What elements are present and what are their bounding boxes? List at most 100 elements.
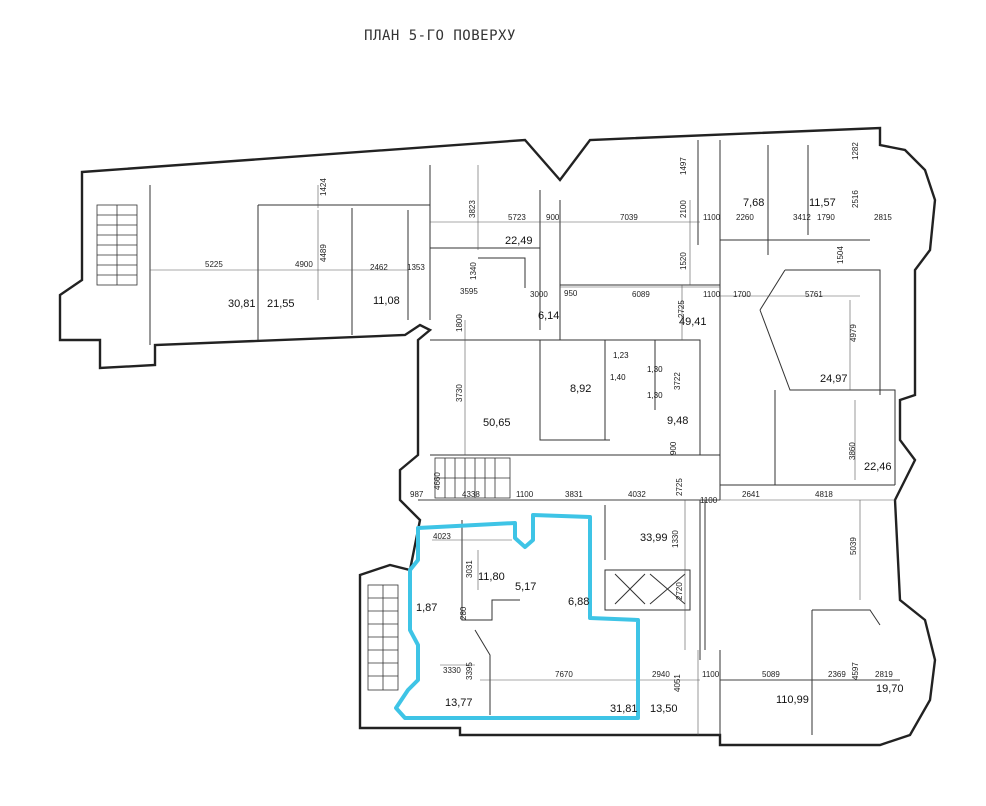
- dimension-label: 1424: [319, 178, 328, 196]
- room-area-label: 22,49: [505, 235, 533, 247]
- dimension-label: 4338: [462, 490, 480, 499]
- dimension-label: 4660: [433, 472, 442, 490]
- staircase-west: [96, 204, 138, 286]
- room-area-label: 5,17: [515, 581, 536, 593]
- dimension-label: 4051: [673, 674, 682, 692]
- dimension-label: 1504: [836, 246, 845, 264]
- dimension-label: 3000: [530, 290, 548, 299]
- dimension-label: 280: [459, 606, 468, 620]
- dimension-label: 4818: [815, 490, 833, 499]
- dimension-label: 3860: [848, 442, 857, 460]
- dimension-lines: [150, 165, 900, 735]
- dimension-label: 1340: [469, 262, 478, 280]
- dimension-label: 1520: [679, 252, 688, 270]
- dimension-label: 1100: [700, 496, 718, 505]
- dimension-label: 3730: [455, 384, 464, 402]
- dimension-label: 1330: [671, 530, 680, 548]
- room-area-label: 1,30: [647, 391, 663, 400]
- dimension-label: 950: [564, 289, 578, 298]
- room-area-label: 11,57: [809, 197, 836, 209]
- dimension-label: 5089: [762, 670, 780, 679]
- dimension-label: 2641: [742, 490, 760, 499]
- dimension-label: 4900: [295, 260, 313, 269]
- room-area-label: 13,77: [445, 697, 473, 709]
- room-area-label: 11,80: [478, 571, 505, 583]
- room-area-label: 49,41: [679, 316, 707, 328]
- interior-walls: [149, 140, 900, 735]
- dimension-labels: 5225 4900 2462 1353 1424 4489 3823 5723 …: [205, 142, 893, 692]
- dimension-label: 6089: [632, 290, 650, 299]
- room-area-label: 1,40: [610, 373, 626, 382]
- room-area-label: 1,87: [416, 602, 437, 614]
- dimension-label: 2369: [828, 670, 846, 679]
- dimension-label: 2940: [652, 670, 670, 679]
- room-area-label: 8,92: [570, 383, 591, 395]
- dimension-label: 3330: [443, 666, 461, 675]
- dimension-label: 3595: [460, 287, 478, 296]
- room-area-label: 9,48: [667, 415, 688, 427]
- room-area-label: 13,50: [650, 703, 678, 715]
- dimension-label: 3031: [465, 560, 474, 578]
- room-area-label: 19,70: [876, 683, 904, 695]
- dimension-label: 3722: [673, 372, 682, 390]
- dimension-label: 1497: [679, 157, 688, 175]
- dimension-label: 2725: [677, 300, 686, 318]
- dimension-label: 1353: [407, 263, 425, 272]
- dimension-label: 4023: [433, 532, 451, 541]
- dimension-label: 1100: [703, 290, 721, 299]
- dimension-label: 4979: [849, 324, 858, 342]
- dimension-label: 2260: [736, 213, 754, 222]
- dimension-label: 1790: [817, 213, 835, 222]
- dimension-label: 5225: [205, 260, 223, 269]
- room-labels: 30,81 21,55 11,08 22,49 6,14 49,41 7,68 …: [228, 197, 904, 715]
- room-area-label: 21,55: [267, 298, 295, 310]
- room-area-label: 22,46: [864, 461, 892, 473]
- room-area-label: 7,68: [743, 197, 764, 209]
- dimension-label: 4597: [851, 662, 860, 680]
- dimension-label: 1282: [851, 142, 860, 160]
- dimension-label: 2100: [679, 200, 688, 218]
- dimension-label: 1100: [702, 670, 720, 679]
- dimension-label: 2819: [875, 670, 893, 679]
- room-area-label: 24,97: [820, 373, 848, 385]
- dimension-label: 3831: [565, 490, 583, 499]
- dimension-label: 7039: [620, 213, 638, 222]
- dimension-label: 3395: [465, 662, 474, 680]
- staircase-southwest: [367, 584, 399, 691]
- dimension-label: 900: [546, 213, 560, 222]
- dimension-label: 1700: [733, 290, 751, 299]
- dimension-label: 5723: [508, 213, 526, 222]
- dimension-label: 2462: [370, 263, 388, 272]
- dimension-label: 987: [410, 490, 424, 499]
- dimension-label: 5761: [805, 290, 823, 299]
- dimension-label: 1100: [703, 213, 721, 222]
- dimension-label: 2720: [675, 582, 684, 600]
- dimension-label: 2815: [874, 213, 892, 222]
- exterior-walls: [58, 126, 937, 747]
- room-area-label: 110,99: [776, 694, 809, 706]
- room-area-label: 50,65: [483, 417, 511, 429]
- room-area-label: 11,08: [373, 295, 400, 307]
- dimension-label: 1100: [516, 490, 534, 499]
- highlighted-unit-outline: [394, 513, 640, 720]
- room-area-label: 33,99: [640, 532, 668, 544]
- dimension-label: 4032: [628, 490, 646, 499]
- dimension-label: 5039: [849, 537, 858, 555]
- room-area-label: 30,81: [228, 298, 256, 310]
- staircase-center: [434, 457, 511, 499]
- plan-title: ПЛАН 5-ГО ПОВЕРХУ: [364, 28, 516, 44]
- room-area-label: 1,30: [647, 365, 663, 374]
- dimension-label: 7670: [555, 670, 573, 679]
- room-area-label: 6,88: [568, 596, 589, 608]
- dimension-label: 900: [669, 441, 678, 455]
- room-area-label: 1,23: [613, 351, 629, 360]
- dimension-label: 2516: [851, 190, 860, 208]
- room-area-label: 31,81: [610, 703, 638, 715]
- dimension-label: 3823: [468, 200, 477, 218]
- dimension-label: 3412: [793, 213, 811, 222]
- dimension-label: 4489: [319, 244, 328, 262]
- room-area-label: 6,14: [538, 310, 559, 322]
- dimension-label: 2725: [675, 478, 684, 496]
- dimension-label: 1800: [455, 314, 464, 332]
